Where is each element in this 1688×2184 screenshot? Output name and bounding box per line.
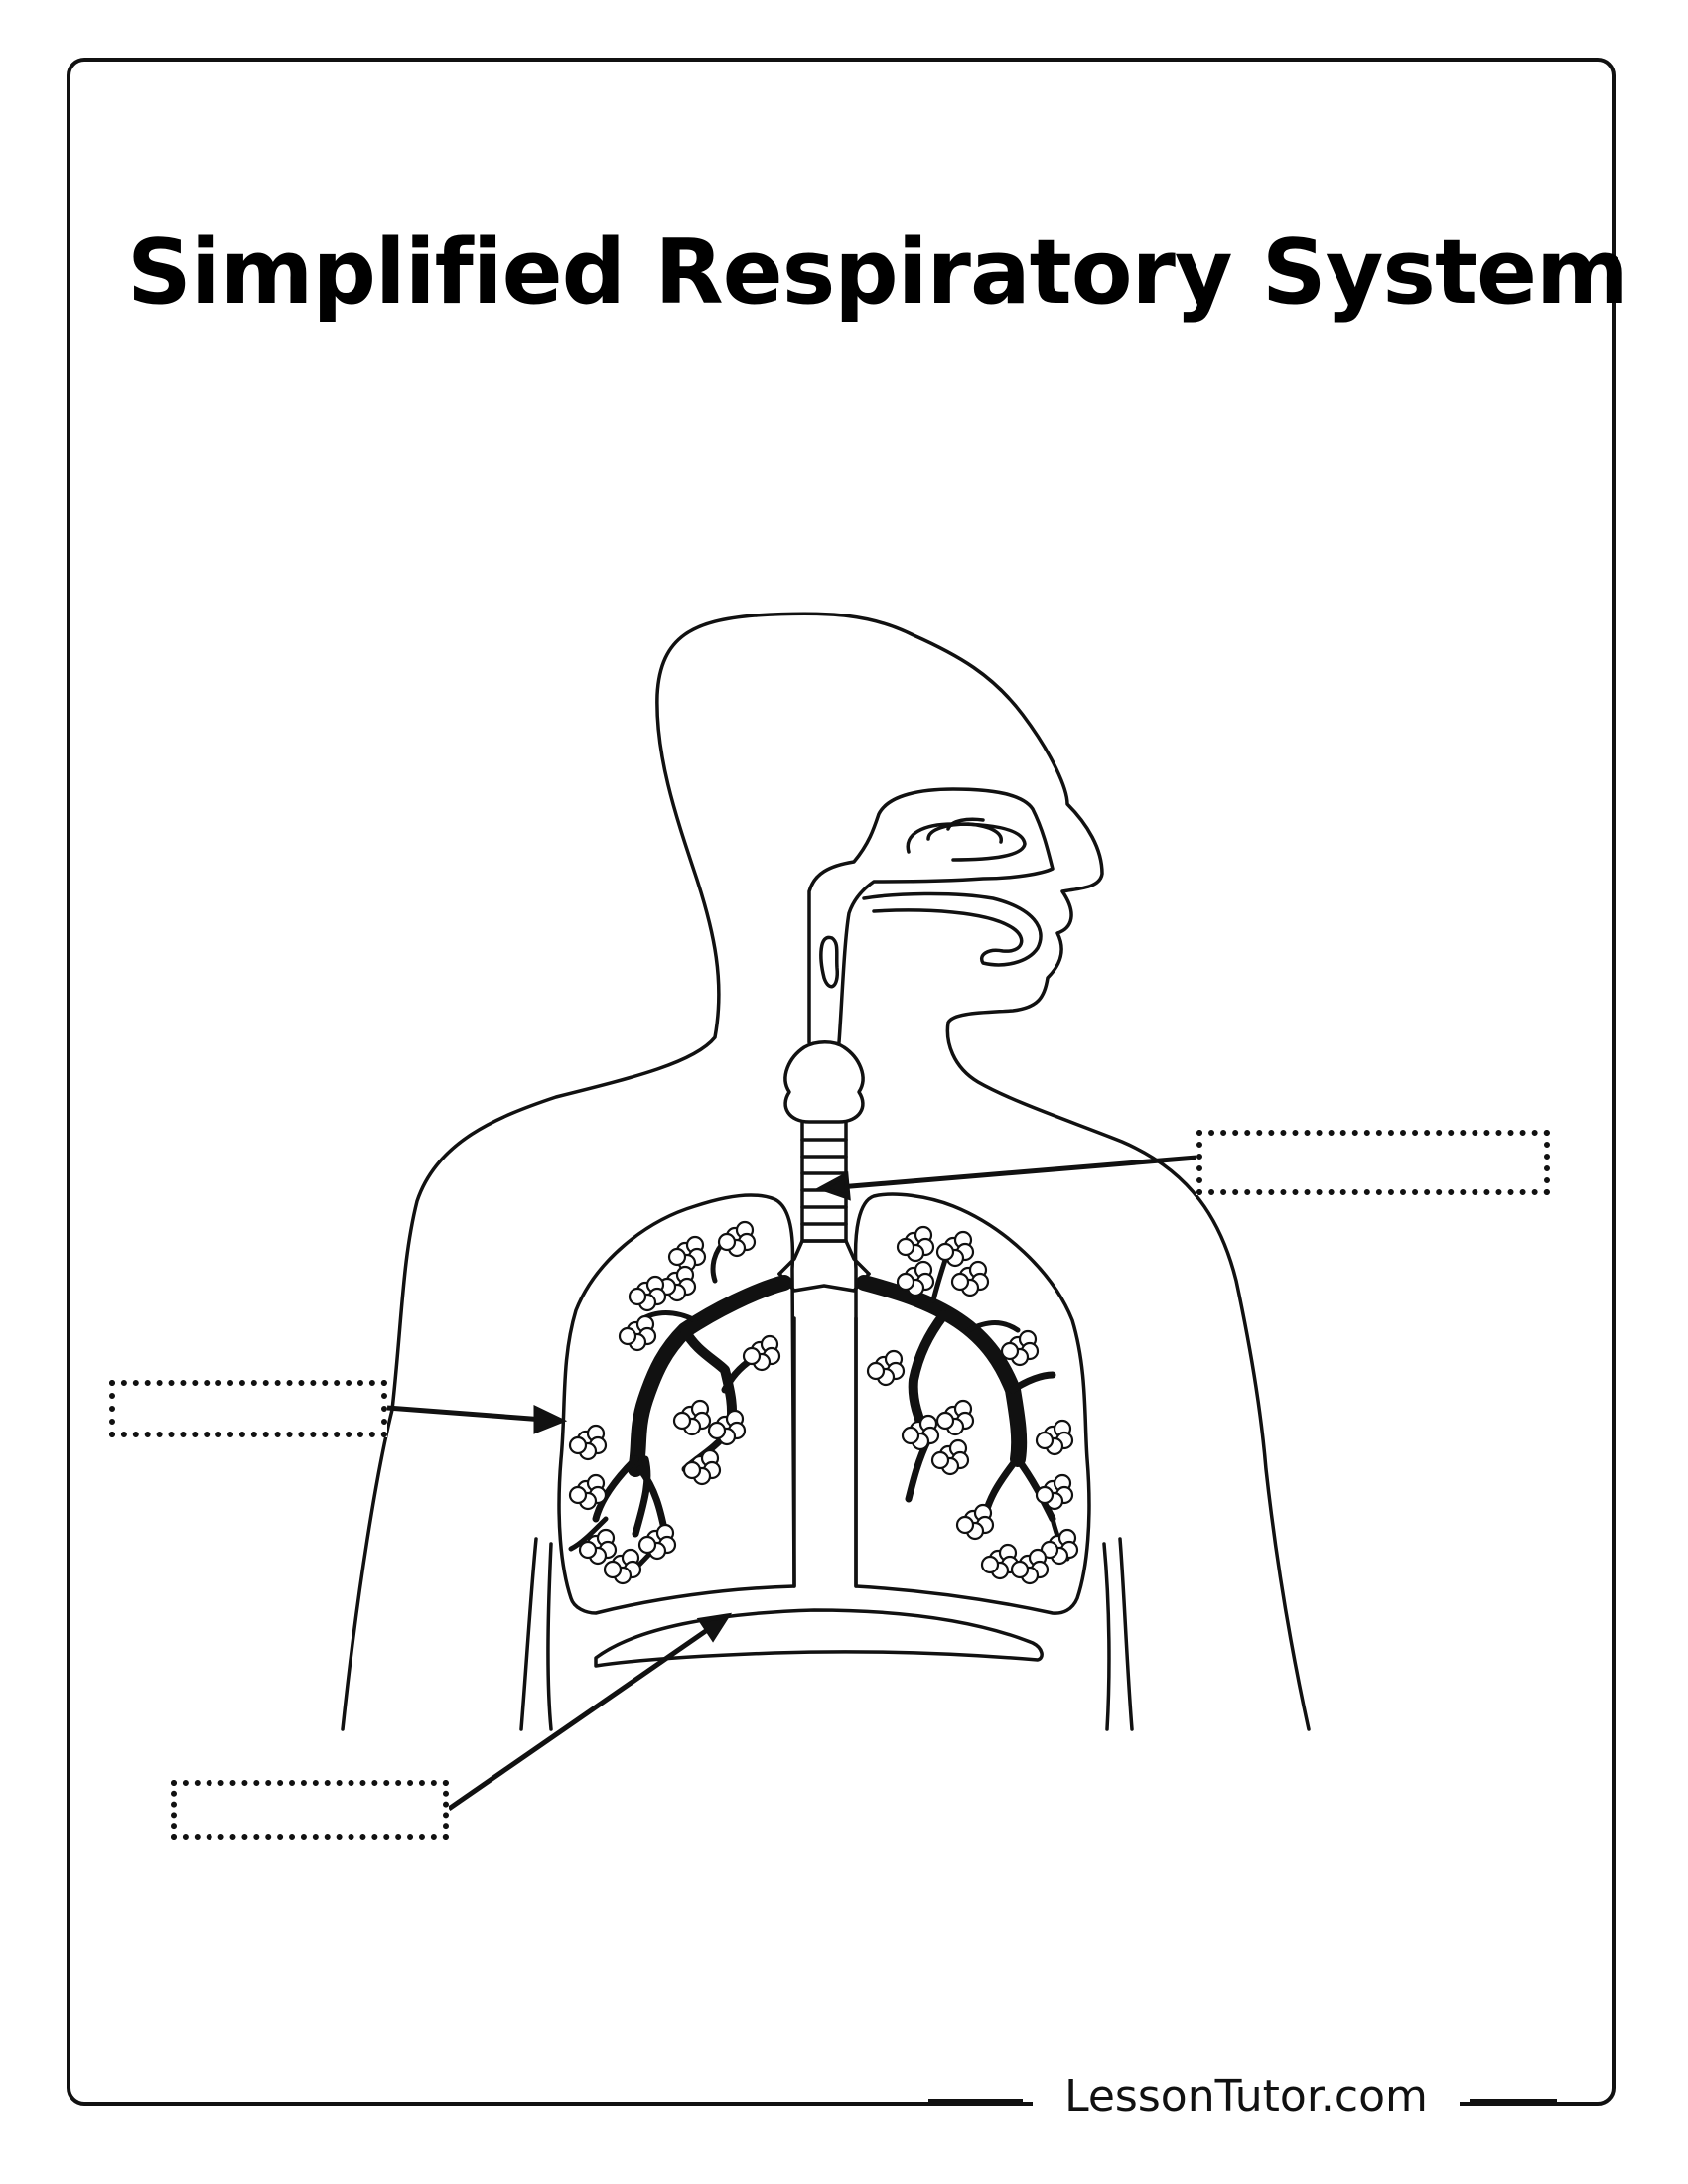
larynx — [783, 1040, 865, 1124]
diaphragm-arrow — [447, 1623, 715, 1812]
footer-brand: LessonTutor.com — [1033, 2071, 1460, 2121]
diaphragm-label-box[interactable] — [171, 1780, 449, 1840]
alveoli — [568, 1220, 1079, 1585]
body-outline — [341, 612, 1311, 1731]
diaphragm — [594, 1608, 1044, 1668]
mouth-tongue — [862, 891, 1043, 967]
right-arm-line-outer — [1118, 1537, 1134, 1731]
turbinate-1 — [906, 822, 1027, 862]
trachea-arrow — [838, 1155, 1197, 1190]
left-arm-line-inner — [546, 1542, 553, 1731]
right-arm-line — [1102, 1542, 1111, 1731]
pointer-arrows — [386, 1155, 1197, 1812]
turbinate-3 — [946, 817, 985, 831]
left-lung — [557, 1193, 796, 1615]
epiglottis — [819, 935, 839, 989]
trachea-label-box[interactable] — [1196, 1130, 1550, 1195]
turbinate-2 — [926, 822, 1003, 844]
worksheet-title: Simplified Respiratory System — [127, 220, 1629, 325]
lung-arrow — [386, 1405, 545, 1423]
lungs-label-box[interactable] — [109, 1380, 387, 1437]
nasal-cavity — [807, 787, 1055, 1044]
worksheet-frame — [67, 58, 1616, 2106]
right-lung — [853, 1192, 1091, 1615]
trachea-arrow-head — [815, 1170, 851, 1201]
left-arm-line — [519, 1537, 538, 1731]
diaphragm-arrow-head — [696, 1612, 733, 1643]
lung-arrow-head — [533, 1405, 568, 1434]
